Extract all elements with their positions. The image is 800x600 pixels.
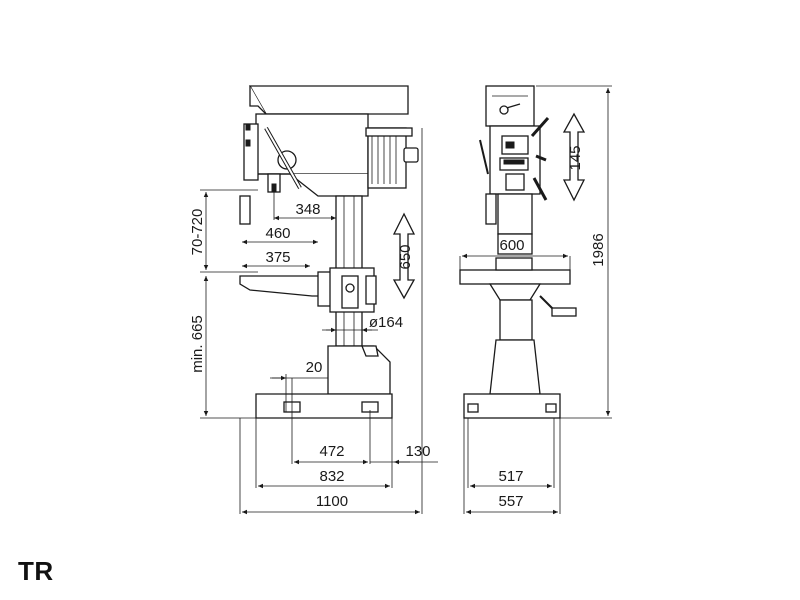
model-label: TR (18, 556, 54, 586)
dim-164: ø164 (369, 314, 403, 331)
dim-20: 20 (306, 359, 323, 376)
dim-375: 375 (265, 249, 290, 266)
dimension-labels: 348 460 375 70-720 650 ø164 min. 665 20 … (189, 145, 607, 510)
dim-832: 832 (319, 468, 344, 485)
dim-145: 145 (567, 145, 584, 170)
dim-472: 472 (319, 443, 344, 460)
dimension-lines (200, 85, 612, 515)
dim-min-665: min. 665 (189, 315, 206, 373)
dim-517: 517 (498, 468, 523, 485)
dim-70-720: 70-720 (189, 209, 206, 256)
dim-557: 557 (498, 493, 523, 510)
dim-460: 460 (265, 225, 290, 242)
dim-130: 130 (405, 443, 430, 460)
dim-650: 650 (397, 244, 414, 269)
front-view (459, 85, 577, 419)
side-view (239, 85, 419, 419)
dim-348: 348 (295, 201, 320, 218)
dim-600: 600 (499, 237, 524, 254)
dim-1986: 1986 (590, 233, 607, 266)
dim-1100: 1100 (316, 493, 348, 510)
